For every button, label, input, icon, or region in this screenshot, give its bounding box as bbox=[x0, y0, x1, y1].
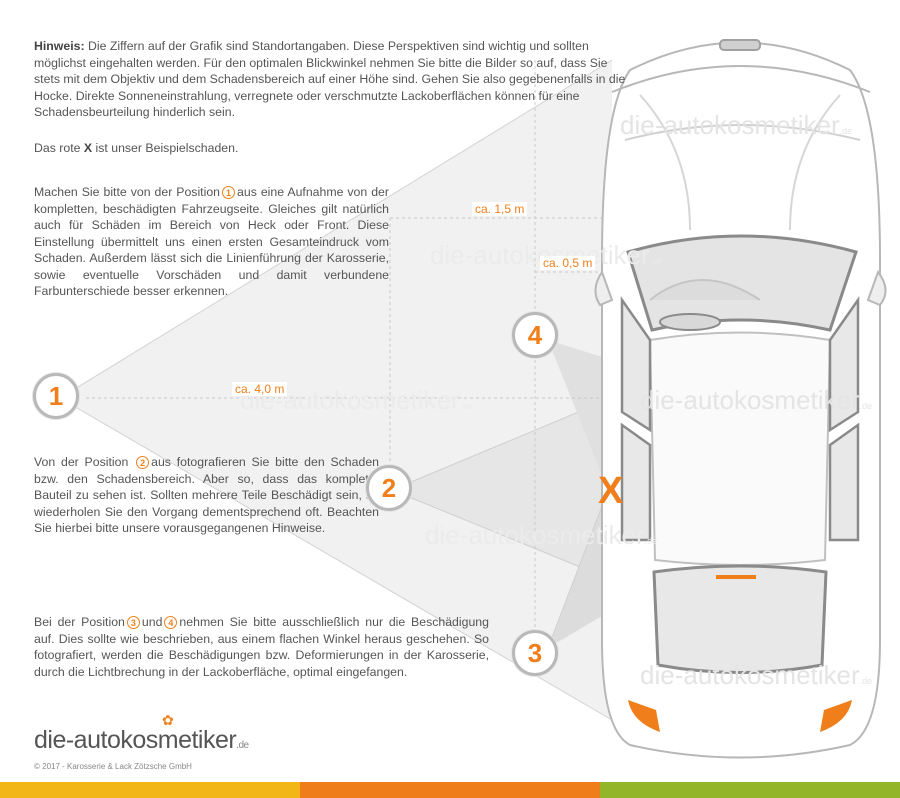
logo-name: die-autokosmetiker bbox=[34, 726, 237, 754]
window-left-front bbox=[620, 296, 652, 433]
color-bar-orange bbox=[300, 782, 600, 798]
view-cone-4 bbox=[548, 340, 612, 500]
position-badge-3: 3 bbox=[126, 616, 140, 630]
view-cone-2 bbox=[392, 398, 612, 580]
position-badge-4: 4 bbox=[164, 616, 178, 630]
tail-light-right bbox=[820, 700, 852, 732]
logo-pinwheel-icon: ✿ bbox=[162, 712, 174, 728]
color-bar-yellow bbox=[0, 782, 300, 798]
position-marker-2: 2 bbox=[366, 465, 412, 511]
example-paragraph: Das rote X ist unser Beispielschaden. bbox=[34, 140, 334, 157]
example-prefix: Das rote bbox=[34, 141, 84, 155]
car-top-view bbox=[594, 39, 887, 759]
window-left-rear bbox=[620, 422, 652, 542]
watermark: die-autokosmetiker.de bbox=[640, 660, 873, 690]
watermark: die-autokosmetiker.de bbox=[640, 385, 873, 415]
position-badge-1: 1 bbox=[222, 186, 236, 200]
position-badge-2: 2 bbox=[136, 456, 150, 470]
damage-x-mark: X bbox=[598, 470, 624, 512]
window-right-front bbox=[828, 296, 860, 433]
position-34-mid: und bbox=[141, 615, 163, 629]
hint-text: Die Ziffern auf der Grafik sind Standort… bbox=[34, 39, 626, 119]
cone-2-edge-bottom bbox=[391, 489, 613, 581]
tail-light-left bbox=[628, 700, 660, 732]
position-34-prefix: Bei der Position bbox=[34, 615, 125, 629]
steering-wheel bbox=[659, 313, 721, 331]
brake-light bbox=[716, 575, 756, 579]
brand-logo: ✿ die-autokosmetiker.de bbox=[34, 712, 249, 755]
position-2-text: aus fotografieren Sie bitte den Schaden … bbox=[34, 455, 380, 535]
watermark: die-autokosmetiker.de bbox=[620, 110, 853, 140]
position-2-prefix: Von der Position bbox=[34, 455, 129, 469]
position-1-prefix: Machen Sie bitte von der Position bbox=[34, 185, 221, 199]
rear-window bbox=[652, 564, 828, 674]
distance-guides bbox=[86, 60, 610, 630]
window-right-rear bbox=[828, 422, 860, 542]
roof bbox=[648, 331, 832, 566]
position-marker-1: 1 bbox=[33, 373, 79, 419]
hint-paragraph: Hinweis: Die Ziffern auf der Grafik sind… bbox=[34, 38, 634, 121]
watermark: die-autokosmetiker.de bbox=[425, 520, 658, 550]
cone-2-edge-top bbox=[391, 397, 613, 491]
logo-tld: .de bbox=[236, 740, 249, 751]
position-1-text: aus eine Aufnahme von der kompletten, be… bbox=[34, 185, 389, 298]
watermark: die-autokosmetiker.de bbox=[430, 240, 663, 270]
copyright: © 2017 - Karosserie & Lack Zötzsche GmbH bbox=[34, 762, 192, 771]
view-cone-1 bbox=[60, 60, 612, 720]
position-34-text: nehmen Sie bitte ausschließlich nur die … bbox=[34, 615, 489, 679]
color-bar-green bbox=[600, 782, 900, 798]
distance-label-0-5m: ca. 0,5 m bbox=[540, 256, 596, 270]
hint-label: Hinweis: bbox=[34, 39, 85, 53]
distance-label-1-5m: ca. 1,5 m bbox=[472, 202, 528, 216]
mirror-right bbox=[866, 269, 887, 307]
windshield bbox=[626, 234, 858, 332]
example-mark: X bbox=[83, 141, 93, 155]
cone-1-edge-top bbox=[59, 59, 613, 399]
mirror-left bbox=[594, 269, 614, 307]
position-marker-4: 4 bbox=[512, 312, 558, 358]
example-suffix: ist unser Beispielschaden. bbox=[92, 141, 239, 155]
distance-label-4-0m: ca. 4,0 m bbox=[232, 382, 288, 396]
position-marker-3: 3 bbox=[512, 630, 558, 676]
